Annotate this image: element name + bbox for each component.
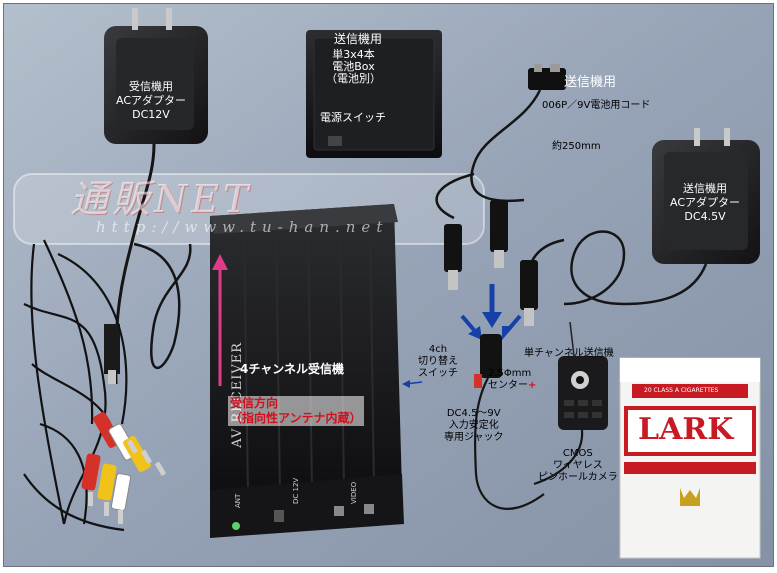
dc-plug <box>473 334 545 510</box>
battery-box <box>306 30 442 158</box>
label-plug-spec: 2.5Φmm <box>488 368 532 379</box>
cigarette-pack <box>619 357 761 559</box>
label-pinhole-camera: CMOS ワイヤレス ピンホールカメラ <box>538 448 618 483</box>
direction-arrow <box>212 254 228 386</box>
ac-adapter-transmitter <box>520 128 760 326</box>
plug-center-text: センター <box>488 380 528 391</box>
label-transmitter-title: 送信機用 <box>334 32 383 46</box>
blue-arrows <box>402 284 522 388</box>
cigarette-tag: 20 CLASS A CIGARETTES <box>644 387 719 394</box>
device-text: AV RECEIVER <box>230 342 245 448</box>
watermark-url: http://www.tu-han.net <box>96 218 389 236</box>
label-plug-center: センター+ <box>488 380 536 392</box>
label-ac-adapter-transmitter: 送信機用 ACアダプター DC4.5V <box>670 182 741 223</box>
label-cord-title: 送信機用 <box>564 75 617 90</box>
side-label-ant: ANT <box>234 493 242 508</box>
label-battery-box: 単3x4本 電池Box （電池別） <box>326 48 381 85</box>
pinhole-camera <box>533 321 608 486</box>
label-dc-jack: DC4.5～9V 入力安定化 専用ジャック <box>444 408 504 443</box>
battery-cord <box>435 64 566 290</box>
label-single-channel-tx: 単チャンネル送信機 <box>524 348 614 359</box>
label-cord-length: 約250mm <box>552 141 601 152</box>
ac-adapter-receiver <box>104 8 208 385</box>
label-reception-direction: 受信方向 （指向性アンテナ内蔵） <box>228 396 364 426</box>
label-4ch-switch: 4ch 切り替え スイッチ <box>418 344 458 379</box>
lark-logo: LARK <box>638 412 734 447</box>
av-receiver <box>210 204 404 538</box>
photo-scene <box>4 4 773 566</box>
side-label-12v: DC 12V <box>292 477 300 504</box>
label-ac-adapter-receiver: 受信機用 ACアダプター DC12V <box>116 80 187 121</box>
side-label-video: VIDEO <box>350 481 358 504</box>
av-cable <box>23 239 128 532</box>
product-photo: 通販NET http://www.tu-han.net AV RECEIVER … <box>3 3 774 567</box>
watermark-logo: 通販NET <box>70 177 253 221</box>
label-receiver-name: 4チャンネル受信機 <box>240 362 344 376</box>
label-power-switch: 電源スイッチ <box>320 111 386 124</box>
plug-plus-sign: + <box>528 380 537 391</box>
rca-plugs <box>81 412 167 524</box>
label-006p-cord: 006P／9V電池用コード <box>542 100 651 111</box>
